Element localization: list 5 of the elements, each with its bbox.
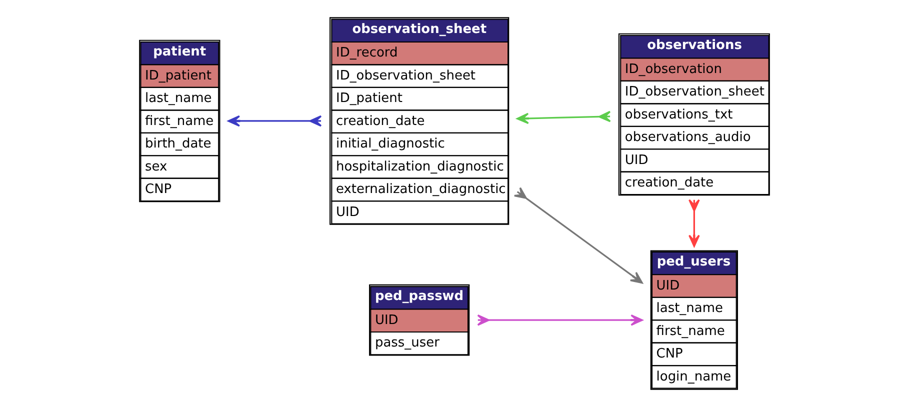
- arrow: [477, 314, 643, 326]
- arrow: [514, 186, 643, 284]
- arrow: [516, 110, 611, 124]
- arrow: [688, 198, 700, 247]
- arrow: [228, 114, 322, 126]
